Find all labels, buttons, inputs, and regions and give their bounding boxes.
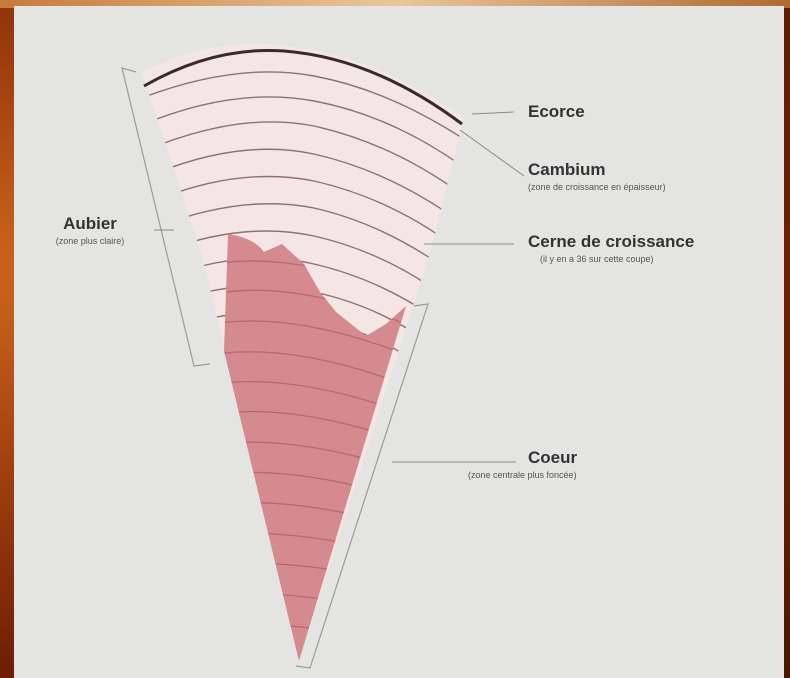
cambium-leader [460, 130, 524, 176]
aubier-note: (zone plus claire) [30, 236, 150, 246]
aubier-title: Aubier [30, 214, 150, 234]
coeur-note: (zone centrale plus foncée) [468, 470, 577, 480]
label-ecorce: Ecorce [528, 102, 585, 122]
label-cambium: Cambium (zone de croissance en épaisseur… [528, 160, 666, 192]
coeur-title: Coeur [528, 448, 577, 468]
cerne-title: Cerne de croissance [528, 232, 694, 252]
cerne-note: (il y en a 36 sur cette coupe) [540, 254, 694, 264]
label-aubier: Aubier (zone plus claire) [30, 214, 150, 246]
label-coeur: Coeur (zone centrale plus foncée) [528, 448, 577, 480]
ecorce-leader [472, 112, 514, 114]
cambium-title: Cambium [528, 160, 666, 180]
ecorce-title: Ecorce [528, 102, 585, 122]
cambium-note: (zone de croissance en épaisseur) [528, 182, 666, 192]
wood-section-diagram [14, 6, 784, 678]
label-cerne: Cerne de croissance (il y en a 36 sur ce… [528, 232, 694, 264]
